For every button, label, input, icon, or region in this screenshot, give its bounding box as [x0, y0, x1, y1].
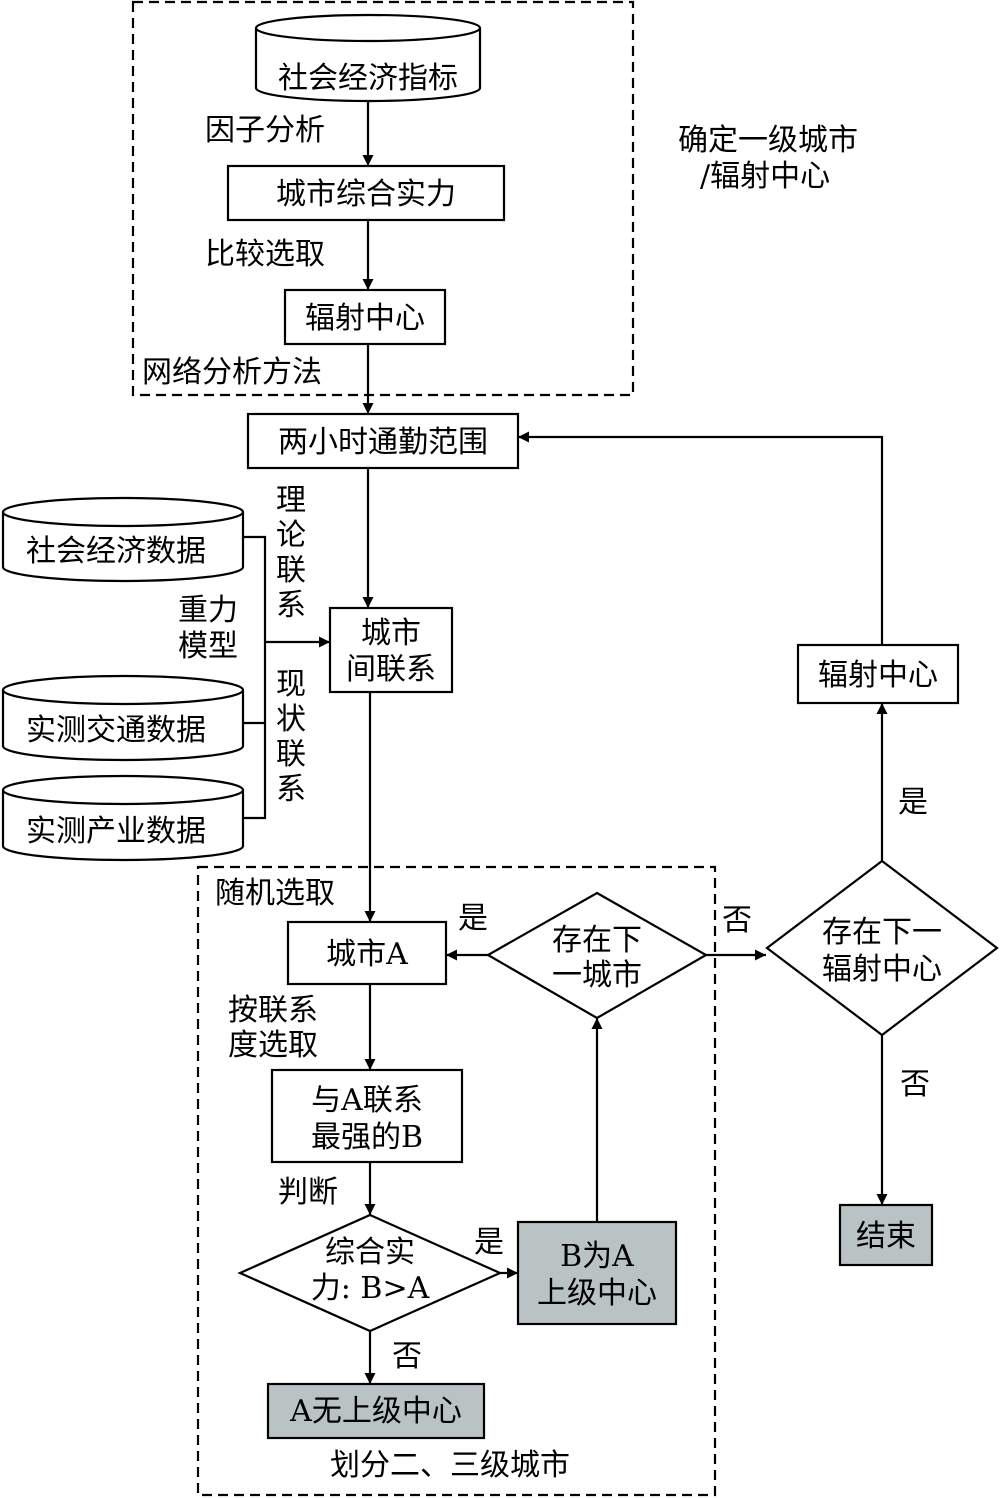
- no-next-center-label: 否: [900, 1067, 930, 1102]
- actual-link-char-4: 系: [276, 772, 306, 807]
- next-city-diamond: [485, 891, 709, 1020]
- two-hour-commute-box: [246, 412, 520, 470]
- next-center-line2: 辐射中心: [822, 952, 942, 987]
- select-by-link-line2: 度选取: [228, 1028, 318, 1063]
- traffic-data-database: 实测交通数据: [1, 674, 245, 762]
- next-center-line1: 存在下一: [822, 915, 942, 950]
- strongest-b-line1: 与A联系: [311, 1083, 423, 1118]
- theory-link-char-3: 联: [276, 553, 306, 588]
- industry-data-database: 实测产业数据: [1, 774, 245, 862]
- tier1-region: [131, 0, 635, 397]
- tier23-title: 划分二、三级城市: [330, 1448, 570, 1483]
- radiation-center-top-label: 辐射中心: [305, 301, 425, 336]
- city-strength-box: [226, 164, 506, 222]
- end-label: 结束: [856, 1219, 916, 1254]
- theory-link-char-4: 系: [276, 588, 306, 623]
- network-method-label: 网络分析方法: [142, 355, 322, 390]
- actual-link-char-2: 状: [276, 702, 306, 737]
- gravity-model-line2: 模型: [178, 629, 238, 664]
- select-by-link-line1: 按联系: [228, 993, 318, 1028]
- tier1-title-line2: /辐射中心: [700, 159, 830, 194]
- actual-link-char-1: 现: [276, 667, 306, 702]
- no-a-label: 否: [392, 1339, 422, 1374]
- tier1-title-line1: 确定一级城市: [678, 123, 858, 158]
- strongest-b-box: [270, 1068, 464, 1164]
- end-box: [838, 1203, 934, 1267]
- a-no-upper-box: [266, 1382, 486, 1440]
- city-a-label: 城市A: [326, 937, 408, 972]
- industry-data-label: 实测产业数据: [26, 814, 206, 849]
- socio-data-database: 社会经济数据: [1, 496, 245, 583]
- tier23-region: [196, 865, 717, 1497]
- compare-select-label: 比较选取: [205, 237, 325, 272]
- factor-analysis-label: 因子分析: [205, 113, 325, 148]
- socio-data-label: 社会经济数据: [26, 534, 206, 569]
- theory-link-char-1: 理: [276, 483, 306, 518]
- data-bracket: [243, 535, 267, 820]
- two-hour-commute-label: 两小时通勤范围: [278, 425, 488, 460]
- next-city-line1: 存在下: [552, 923, 642, 958]
- strongest-b-line2: 最强的B: [311, 1120, 423, 1155]
- gravity-model-line1: 重力: [178, 593, 238, 628]
- intercity-link-box: [328, 606, 454, 694]
- random-select-label: 随机选取: [215, 876, 335, 911]
- intercity-link-line1: 城市: [361, 616, 421, 651]
- b-upper-box: [516, 1220, 678, 1326]
- a-no-upper-label: A无上级中心: [289, 1394, 462, 1429]
- actual-link-char-3: 联: [276, 737, 306, 772]
- yes-next-city-label: 是: [458, 901, 488, 936]
- radiation-center-right-box: [796, 643, 960, 705]
- socio-indicators-label: 社会经济指标: [278, 61, 458, 96]
- b-upper-line1: B为A: [560, 1239, 634, 1274]
- no-next-city-label: 否: [722, 903, 752, 938]
- judge-label: 判断: [278, 1175, 338, 1210]
- compare-line1: 综合实: [325, 1235, 415, 1270]
- theory-link-char-2: 论: [276, 518, 306, 553]
- next-city-line2: 一城市: [552, 958, 642, 993]
- yes-b-upper-label: 是: [474, 1225, 504, 1260]
- radiation-center-right-label: 辐射中心: [818, 658, 938, 693]
- socio-indicators-database: 社会经济指标: [254, 13, 482, 103]
- radiation-center-top-box: [283, 288, 447, 346]
- compare-line2: 力: B>A: [311, 1271, 430, 1306]
- intercity-link-line2: 间联系: [346, 652, 436, 687]
- traffic-data-label: 实测交通数据: [26, 713, 206, 748]
- yes-next-center-label: 是: [898, 785, 928, 820]
- city-strength-label: 城市综合实力: [276, 177, 456, 212]
- b-upper-line2: 上级中心: [537, 1276, 657, 1311]
- loop-back-line: [518, 431, 884, 645]
